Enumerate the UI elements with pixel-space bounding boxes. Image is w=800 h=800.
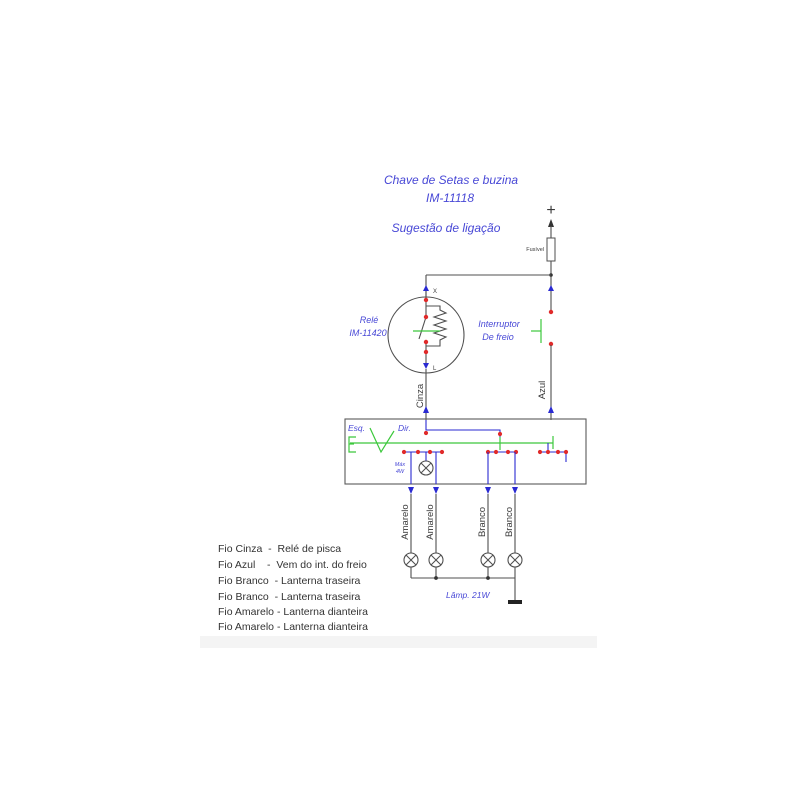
relay-dot-4 bbox=[423, 349, 429, 355]
brake-switch-top-arrow bbox=[548, 285, 554, 291]
front-left-wire-label: Amarelo bbox=[400, 504, 411, 539]
diagram-part-number: IM-11118 bbox=[426, 191, 474, 205]
terminal-dot bbox=[555, 449, 561, 455]
relay-dot-1 bbox=[423, 297, 429, 303]
legend-line-1: Fio Cinza - Relé de pisca bbox=[218, 543, 341, 555]
brake-switch-dot-top bbox=[548, 309, 554, 315]
relay-l-arrow bbox=[423, 363, 429, 369]
brake-switch-label-2: De freio bbox=[482, 332, 514, 342]
terminal-dot bbox=[537, 449, 543, 455]
turn-switch-box bbox=[344, 418, 587, 485]
diagram-title: Chave de Setas e buzina bbox=[384, 173, 518, 187]
lamp-cross-b bbox=[405, 554, 417, 566]
relay-dot-3 bbox=[423, 339, 429, 345]
switch-left-label: Esq. bbox=[348, 423, 365, 433]
supply-arrow bbox=[548, 219, 554, 227]
terminal-dot bbox=[415, 449, 421, 455]
lamp-front-right bbox=[428, 552, 444, 568]
lamp-cross-b bbox=[482, 554, 494, 566]
brake-switch-dot-bottom bbox=[548, 341, 554, 347]
lamp-front-left bbox=[403, 552, 419, 568]
output-arrow bbox=[433, 487, 439, 494]
terminal-dot bbox=[493, 449, 499, 455]
front-right-wire-label: Amarelo bbox=[425, 504, 436, 539]
terminal-dot bbox=[505, 449, 511, 455]
legend-line-5: Fio Amarelo - Lanterna dianteira bbox=[218, 606, 368, 618]
lamp-rear-left bbox=[480, 552, 496, 568]
scan-edge-strip bbox=[200, 636, 597, 648]
relay-terminal-l: L bbox=[433, 366, 437, 372]
relay-contact-arm bbox=[418, 316, 427, 340]
legend-line-4: Fio Branco - Lanterna traseira bbox=[218, 591, 361, 603]
output-arrow bbox=[512, 487, 518, 494]
fuse-label: Fusível bbox=[526, 247, 544, 253]
azul-arrow bbox=[548, 406, 554, 413]
cinza-arrow bbox=[423, 406, 429, 413]
ground-junction-dot bbox=[434, 576, 438, 580]
terminal-dot bbox=[545, 449, 551, 455]
terminal-dot bbox=[439, 449, 445, 455]
rear-left-wire-label: Branco bbox=[477, 507, 488, 537]
terminal-dot bbox=[563, 449, 569, 455]
indicator-lamp bbox=[418, 460, 434, 476]
cinza-wire-label: Cinza bbox=[415, 383, 426, 408]
relay-part-number: IM-11420 bbox=[349, 328, 386, 338]
lamp-cross-b bbox=[430, 554, 442, 566]
ground-junction-dot bbox=[486, 576, 490, 580]
switch-right-label: Dir. bbox=[398, 423, 411, 433]
switch-dot-b bbox=[497, 431, 503, 437]
legend-line-6: Fio Amarelo - Lanterna dianteira bbox=[218, 621, 368, 633]
output-arrow bbox=[408, 487, 414, 494]
brake-switch-label-1: Interruptor bbox=[478, 319, 521, 329]
supply-plus-label: + bbox=[546, 202, 555, 219]
relay-dot-2 bbox=[423, 314, 429, 320]
relay-x-arrow bbox=[423, 285, 429, 291]
legend-line-3: Fio Branco - Lanterna traseira bbox=[218, 575, 361, 587]
relay-label: Relé bbox=[360, 315, 379, 325]
ground-symbol bbox=[508, 600, 522, 604]
relay-terminal-x: X bbox=[433, 289, 437, 295]
lamp-rear-right bbox=[507, 552, 523, 568]
fuse bbox=[546, 237, 556, 262]
lamps-rating-label: Lâmp. 21W bbox=[446, 590, 490, 600]
output-arrow bbox=[485, 487, 491, 494]
diagram-subtitle: Sugestão de ligação bbox=[392, 221, 501, 235]
relay-coil bbox=[426, 305, 448, 347]
lamp-cross-b bbox=[509, 554, 521, 566]
terminal-dot bbox=[401, 449, 407, 455]
indicator-lamp-cross-b bbox=[420, 462, 432, 474]
legend-line-2: Fio Azul - Vem do int. do freio bbox=[218, 559, 367, 571]
azul-wire-label: Azul bbox=[537, 381, 548, 399]
terminal-dot bbox=[427, 449, 433, 455]
switch-dot-a bbox=[423, 430, 429, 436]
rear-right-wire-label: Branco bbox=[504, 507, 515, 537]
indicator-lamp-label-2: 4W bbox=[396, 469, 405, 475]
indicator-lamp-label-1: Máx bbox=[395, 462, 406, 468]
switch-lever bbox=[369, 427, 395, 454]
